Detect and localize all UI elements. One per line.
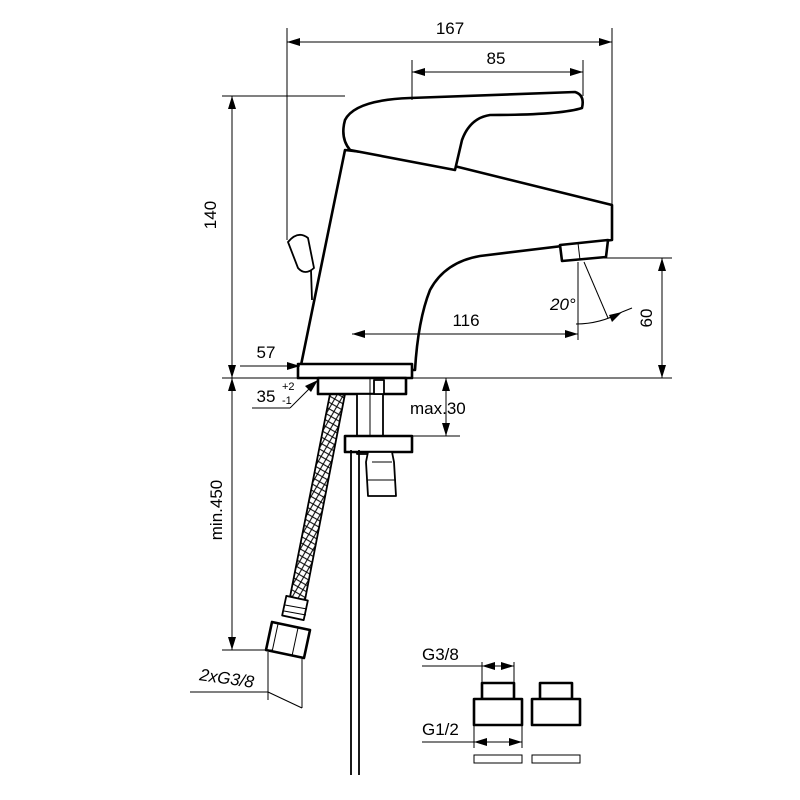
dim-handle-reach: 85 <box>487 49 506 68</box>
dim-spray-angle: 20° <box>549 295 576 314</box>
adapter-right <box>530 681 582 764</box>
dim-overall-width: 167 <box>436 19 464 38</box>
dim-body-diameter: 57 <box>257 343 276 362</box>
dim-total-height: 140 <box>201 201 220 229</box>
dim-mount-hole-tol-minus: -1 <box>282 395 292 407</box>
adapter-left <box>472 681 524 764</box>
mounting-assembly <box>316 376 414 775</box>
flex-hose <box>264 393 347 660</box>
dim-mount-hole-tol-plus: +2 <box>282 381 295 393</box>
dim-mount-hole: 35 <box>257 387 276 406</box>
dimension-lines <box>190 28 672 709</box>
dim-hose-connection: 2xG3/8 <box>197 665 255 692</box>
dim-countertop-thickness: max.30 <box>410 399 466 418</box>
faucet-body <box>287 90 614 380</box>
dim-spout-height: 60 <box>637 309 656 328</box>
adapter-bottom-thread: G1/2 <box>422 720 459 739</box>
dim-spout-reach: 116 <box>452 311 479 330</box>
dim-hose-length: min.450 <box>207 480 226 540</box>
adapter-top-thread: G3/8 <box>422 645 459 664</box>
adapter-dimensions <box>422 662 523 748</box>
